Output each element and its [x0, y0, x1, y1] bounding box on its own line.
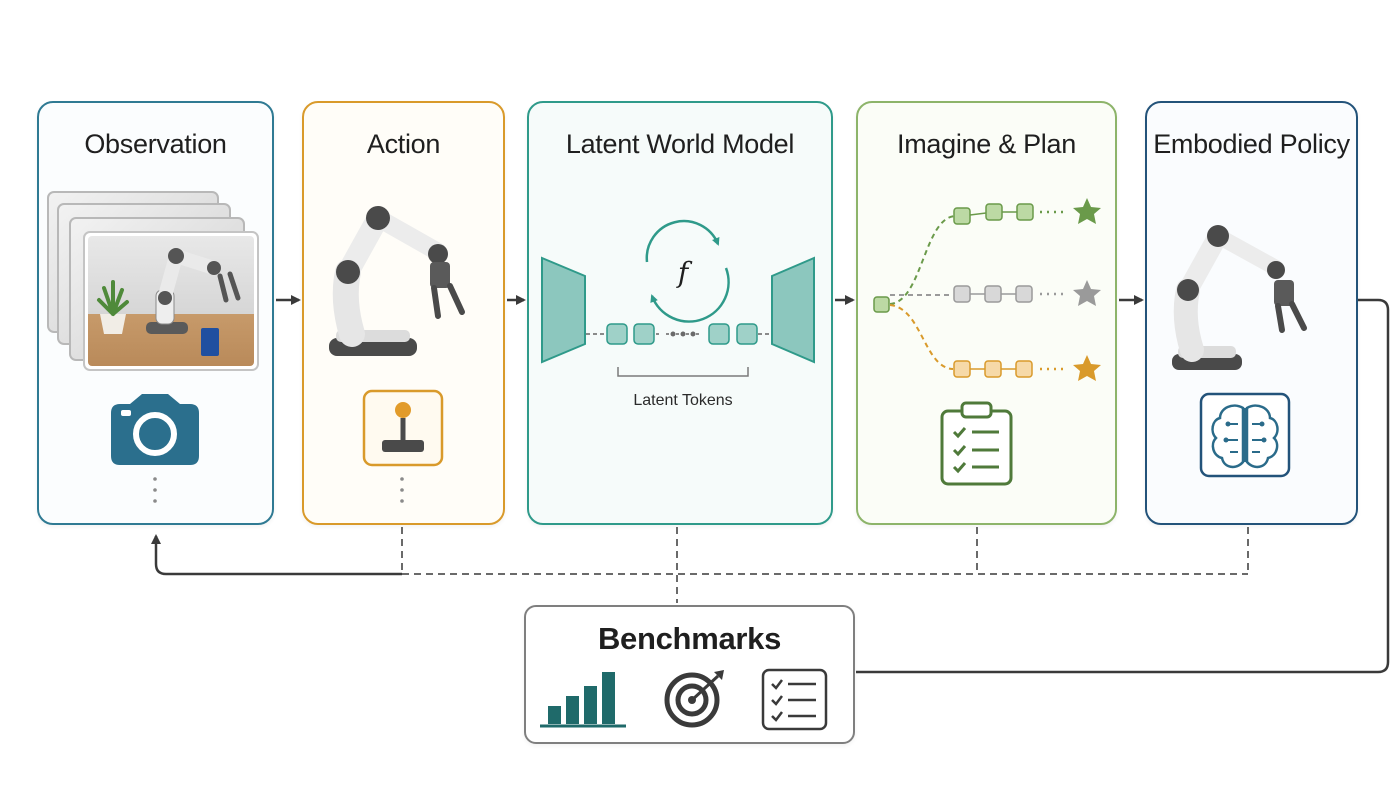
- action-box: Action: [302, 101, 505, 525]
- benchmarks-box: Benchmarks: [524, 605, 855, 744]
- observation-box: Observation: [37, 101, 274, 525]
- imagine-plan-box: Imagine & Plan: [856, 101, 1117, 525]
- embodied-policy-box: Embodied Policy: [1145, 101, 1358, 525]
- observation-title: Observation: [84, 129, 227, 159]
- action-title: Action: [366, 129, 441, 159]
- latent-tokens-label: Latent Tokens: [633, 392, 733, 409]
- latent-world-model-box: Latent World Model: [527, 101, 833, 525]
- benchmarks-title: Benchmarks: [597, 621, 782, 656]
- embodied-policy-title: Embodied Policy: [1153, 129, 1350, 159]
- latent-world-model-title: Latent World Model: [565, 129, 795, 159]
- imagine-plan-title: Imagine & Plan: [897, 129, 1076, 159]
